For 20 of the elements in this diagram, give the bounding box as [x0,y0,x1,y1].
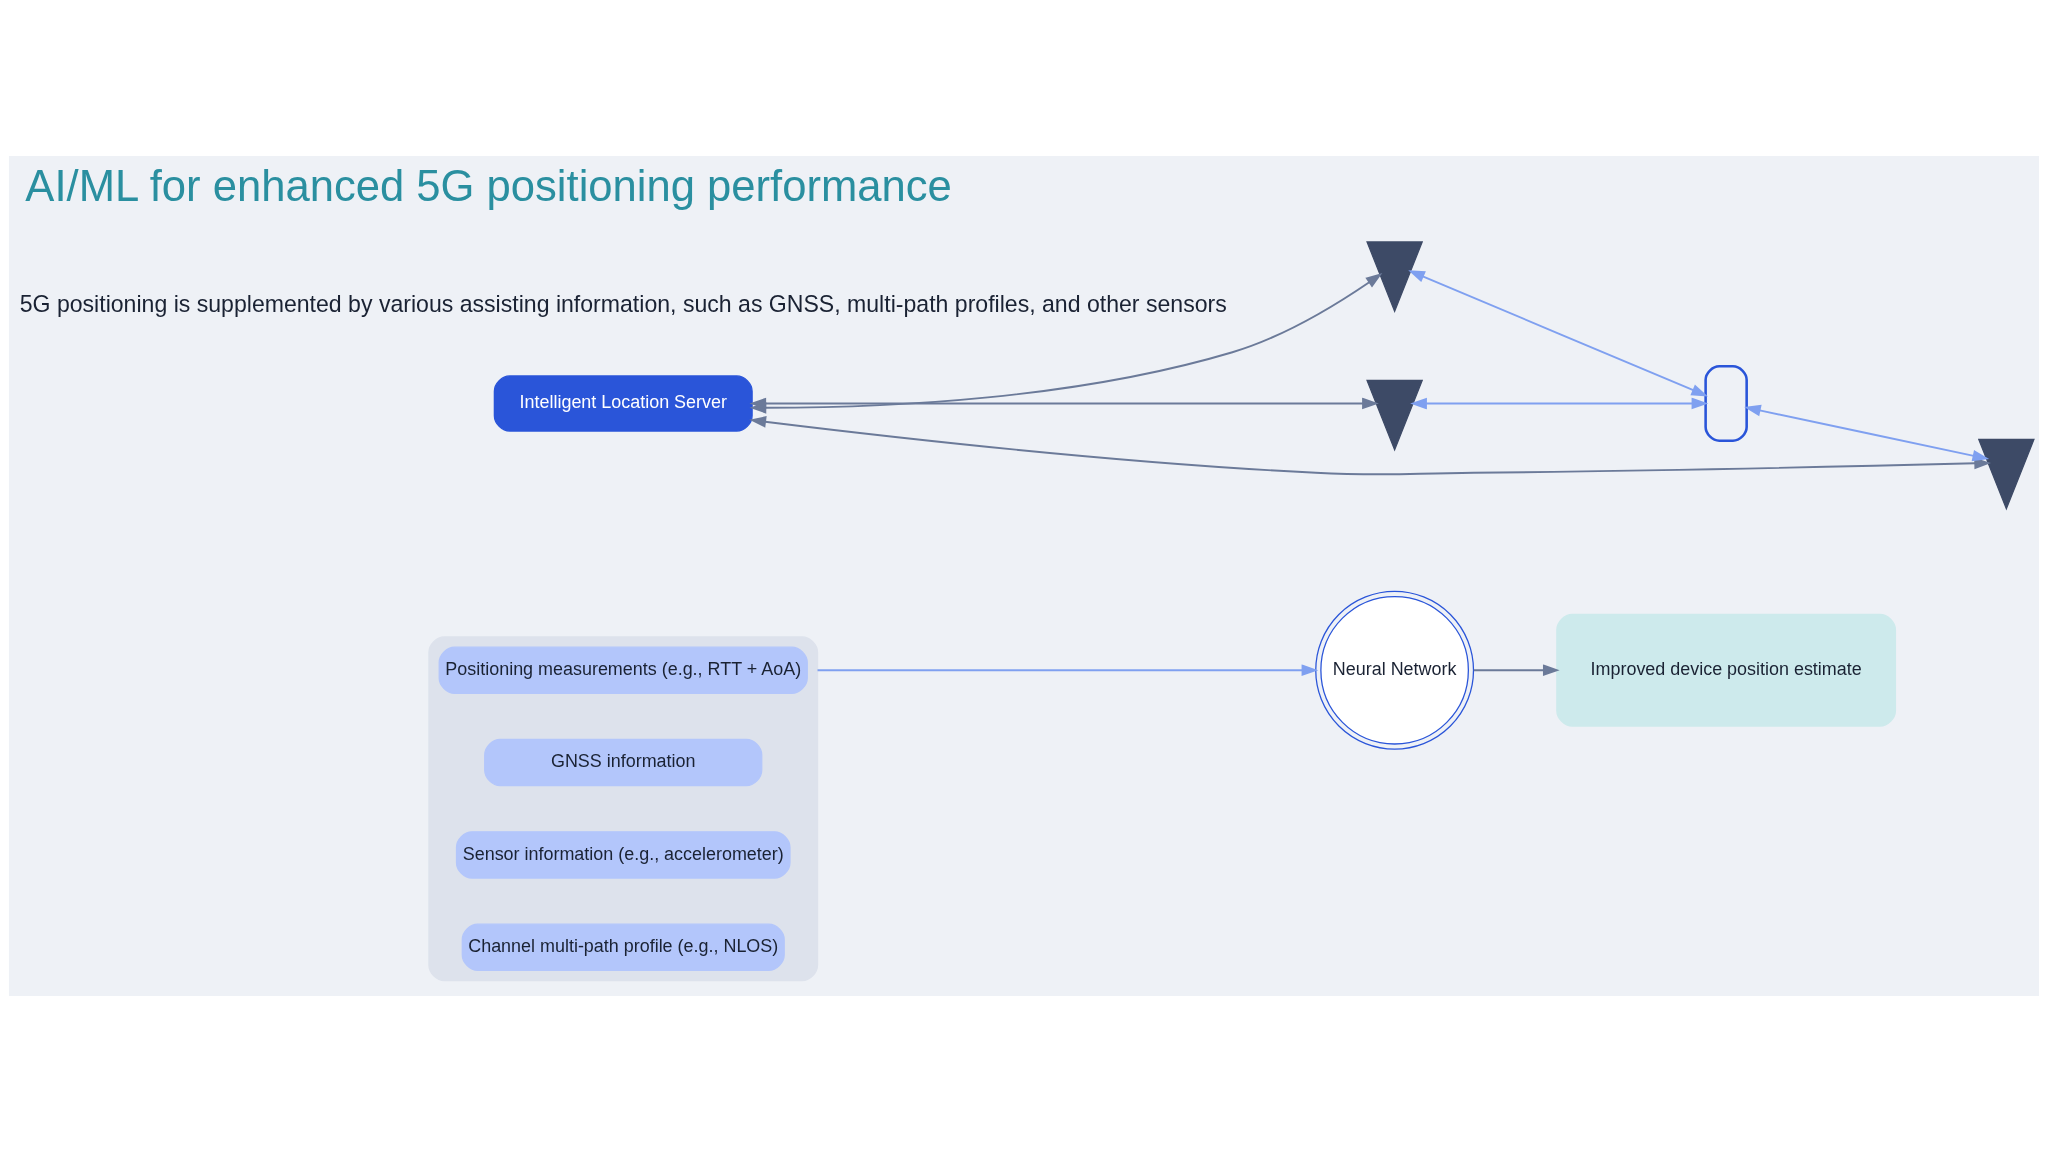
node-box: Improved device position estimate [1556,613,1897,727]
label: 5G positioning is supplemented by various assisting information, such as GNSS, multi-path profiles, and other sensors [19,290,1227,317]
node-box: Intelligent Location Server [493,375,753,432]
arrow [1744,404,1990,462]
arrow [749,416,1991,476]
arrow [1472,664,1560,677]
arrow [1408,270,1709,397]
node-box: Positioning measurements (e.g., RTT + AoA) [438,646,808,694]
node-box: Sensor information (e.g., accelerometer) [455,831,791,879]
node-tower [1366,379,1424,452]
node-phone [1704,365,1748,442]
node-box: Channel multi-path profile (e.g., NLOS) [461,923,785,971]
arrow [749,397,1379,410]
cluster [428,636,819,982]
node-box: GNSS information [484,738,763,787]
node-tower [1977,438,2035,511]
arrow [1410,397,1709,410]
node-circle: Neural Network [1315,590,1475,750]
diagram-title: AI/ML for enhanced 5G positioning performance [25,162,952,211]
arrow [816,664,1319,677]
